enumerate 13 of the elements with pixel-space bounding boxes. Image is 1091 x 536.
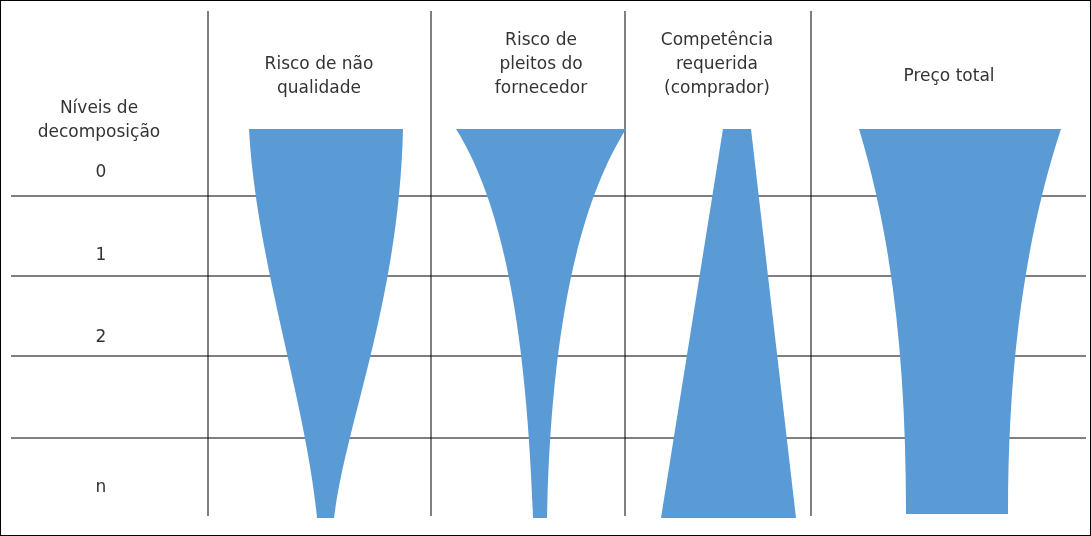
column-header: Risco de não qualidade [263, 52, 375, 99]
column-header: Níveis de decomposição [36, 96, 162, 143]
triangle-shape [661, 129, 796, 518]
funnel-shape [249, 129, 403, 518]
level-number: n [95, 475, 107, 498]
column-header: Competência requerida (comprador) [659, 28, 775, 99]
level-number: 1 [95, 243, 107, 266]
funnel-shape [456, 129, 626, 518]
column-header: Risco de pleitos do fornecedor [493, 28, 589, 99]
level-number: 2 [95, 325, 107, 348]
funnel-shape [859, 129, 1061, 514]
level-number: 0 [95, 160, 107, 183]
column-header: Preço total [902, 64, 996, 87]
